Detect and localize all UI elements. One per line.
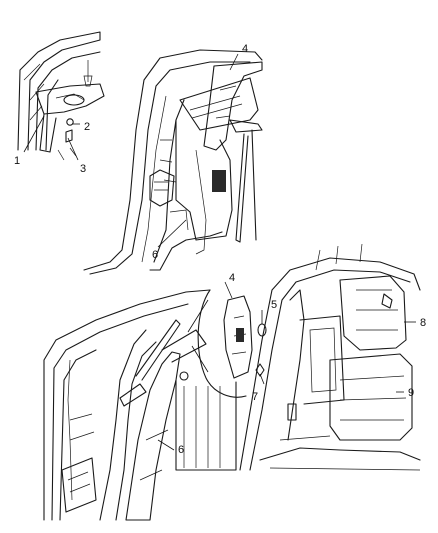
zoomed-trim-panel	[223, 295, 253, 379]
callout-9: 9	[408, 387, 414, 399]
b-pillar-lower-trim	[125, 351, 181, 521]
callout-4-mid: 4	[229, 272, 235, 284]
callout-4-top: 4	[242, 43, 248, 55]
rear-cab-view	[239, 243, 421, 471]
clip-small-part	[255, 363, 265, 377]
retractor-assembly	[149, 169, 175, 207]
rear-floor-panel	[329, 353, 413, 441]
cab-interior-lower-view	[43, 289, 237, 521]
zoom-detail-callout	[187, 289, 267, 398]
callout-labels: 1 2 3 4 6 4 5 7 8 9 6	[14, 43, 426, 456]
upper-trim-panel	[203, 61, 263, 151]
callout-6-top: 6	[152, 249, 158, 261]
callout-1: 1	[14, 155, 20, 167]
callout-8: 8	[420, 317, 426, 329]
callout-5: 5	[271, 299, 277, 311]
clip-part	[66, 118, 74, 126]
callout-3: 3	[80, 163, 86, 175]
callout-7: 7	[252, 391, 258, 403]
callout-2: 2	[84, 121, 90, 133]
a-pillar-detail-view	[17, 31, 105, 161]
a-pillar-trim-panel	[35, 83, 105, 115]
leader-lines	[23, 53, 416, 451]
callout-6-bottom: 6	[178, 444, 184, 456]
b-pillar-interior-view	[83, 49, 263, 275]
rear-quarter-trim	[339, 275, 407, 351]
